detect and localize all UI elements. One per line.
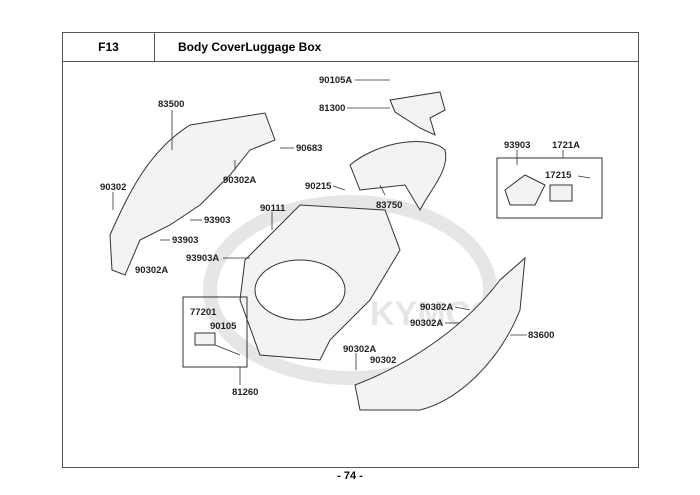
label-90302: 90302 (370, 355, 396, 366)
luggage-box-opening (254, 259, 346, 321)
leader-lines (112, 79, 591, 385)
label-90302A: 90302A (420, 302, 453, 313)
label-93903A: 93903A (186, 253, 219, 264)
label-90302A: 90302A (135, 265, 168, 276)
label-17215: 17215 (545, 170, 572, 181)
label-83750: 83750 (376, 200, 402, 211)
part-83750-rear-cover (349, 141, 447, 212)
callout-box-77201 (182, 296, 248, 368)
figure-title: Body CoverLuggage Box (178, 40, 322, 54)
label-83500: 83500 (158, 99, 184, 110)
label-90105: 90105 (210, 321, 237, 332)
label-90302: 90302 (100, 182, 126, 193)
label-90302A: 90302A (223, 175, 256, 186)
part-1721A-hinge (504, 174, 546, 206)
part-77201-lock (194, 332, 216, 346)
label-90302A: 90302A (410, 318, 443, 329)
part-81300-bracket (389, 91, 446, 136)
label-77201: 77201 (190, 307, 217, 318)
label-93903: 93903 (504, 140, 530, 151)
label-90215: 90215 (305, 181, 332, 192)
label-90105A: 90105A (319, 75, 352, 86)
label-90683: 90683 (296, 143, 322, 154)
label-93903: 93903 (172, 235, 198, 246)
label-81300: 81300 (319, 103, 345, 114)
diagram-frame: F13 Body CoverLuggage Box (62, 32, 639, 468)
part-1721A-kit-box (496, 157, 603, 219)
part-17215-spring (549, 184, 573, 202)
header-row: F13 Body CoverLuggage Box (63, 33, 638, 62)
label-1721A: 1721A (552, 140, 580, 151)
page-number: - 74 - (337, 470, 363, 482)
label-83600: 83600 (528, 330, 554, 341)
part-83500-side-cover (109, 112, 276, 276)
label-93903: 93903 (204, 215, 230, 226)
label-81260: 81260 (232, 387, 258, 398)
figure-code: F13 (63, 33, 155, 61)
label-90111: 90111 (260, 203, 286, 214)
part-83600-side-cover (354, 256, 526, 411)
label-90302A: 90302A (343, 344, 376, 355)
